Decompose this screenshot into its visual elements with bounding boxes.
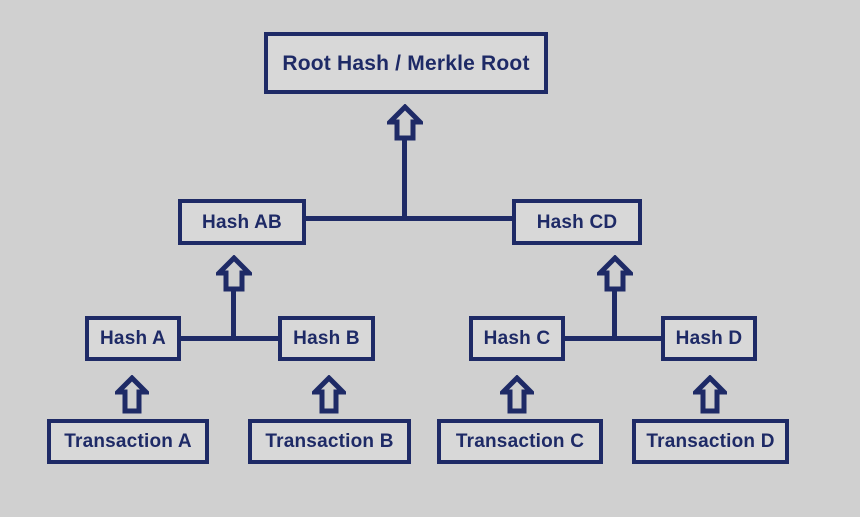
node-hash-d[interactable]: Hash D bbox=[661, 316, 757, 361]
arrow-up-icon-tx-d-to-hash-d bbox=[693, 375, 727, 415]
node-hash-a[interactable]: Hash A bbox=[85, 316, 181, 361]
connector-hash-cd-stem bbox=[612, 291, 617, 341]
node-transaction-c[interactable]: Transaction C bbox=[437, 419, 603, 464]
connector-hash-c-d bbox=[565, 336, 661, 341]
arrow-up-icon-tx-c-to-hash-c bbox=[500, 375, 534, 415]
node-transaction-a[interactable]: Transaction A bbox=[47, 419, 209, 464]
arrow-up-icon-to-hash-cd bbox=[597, 255, 633, 293]
arrow-up-icon-tx-b-to-hash-b bbox=[312, 375, 346, 415]
node-transaction-d[interactable]: Transaction D bbox=[632, 419, 789, 464]
connector-root-stem bbox=[402, 140, 407, 220]
connector-hash-ab-stem bbox=[231, 291, 236, 341]
node-hash-c[interactable]: Hash C bbox=[469, 316, 565, 361]
arrow-up-icon-to-hash-ab bbox=[216, 255, 252, 293]
node-transaction-b[interactable]: Transaction B bbox=[248, 419, 411, 464]
node-hash-b[interactable]: Hash B bbox=[278, 316, 375, 361]
arrow-up-icon-to-root bbox=[387, 104, 423, 142]
node-hash-ab[interactable]: Hash AB bbox=[178, 199, 306, 245]
connector-hash-ab-cd bbox=[306, 216, 512, 221]
connector-hash-a-b bbox=[181, 336, 278, 341]
arrow-up-icon-tx-a-to-hash-a bbox=[115, 375, 149, 415]
node-hash-cd[interactable]: Hash CD bbox=[512, 199, 642, 245]
node-root-hash[interactable]: Root Hash / Merkle Root bbox=[264, 32, 548, 94]
